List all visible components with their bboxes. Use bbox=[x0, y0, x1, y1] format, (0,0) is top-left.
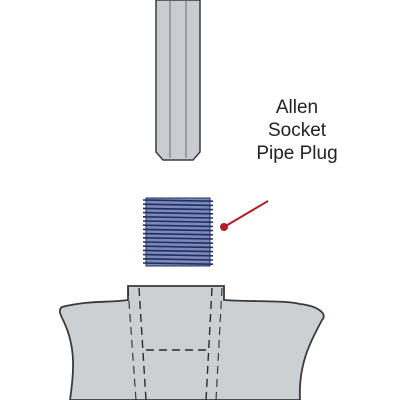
callout-label: Allen Socket Pipe Plug bbox=[232, 96, 362, 165]
plug-thread-ridge bbox=[142, 203, 214, 207]
plug-thread-ridge bbox=[142, 258, 214, 261]
plug-thread-ridge bbox=[142, 237, 214, 240]
plug-thread-ridge bbox=[142, 245, 214, 249]
plug-thread-ridge bbox=[142, 224, 214, 228]
allen-hex-key-icon bbox=[155, 0, 201, 161]
threaded-pipe-plug-icon bbox=[142, 197, 214, 267]
callout-leader bbox=[220, 200, 269, 231]
hex-key-body bbox=[155, 0, 201, 161]
plug-thread-ridge bbox=[142, 211, 214, 215]
plug-threads bbox=[142, 199, 214, 265]
plug-thread-ridge bbox=[142, 232, 214, 236]
plug-thread-ridge bbox=[142, 228, 214, 232]
plug-thread-ridge bbox=[142, 249, 214, 253]
leader-dot bbox=[220, 223, 228, 231]
plug-thread-ridge bbox=[142, 207, 214, 211]
callout-line: Socket bbox=[267, 120, 327, 141]
callout-line: Allen bbox=[275, 97, 319, 118]
plug-thread-ridge bbox=[142, 241, 214, 244]
port-hidden-line-inner-right bbox=[215, 287, 223, 400]
port-hidden-line-right bbox=[205, 287, 213, 400]
plug-thread-ridge bbox=[142, 199, 214, 202]
plug-thread-ridge bbox=[142, 253, 214, 257]
housing-body bbox=[58, 285, 325, 400]
plug-thread-ridge bbox=[142, 220, 214, 223]
plug-thread-ridge bbox=[142, 216, 214, 219]
plug-thread-ridge bbox=[142, 262, 214, 265]
port-hidden-line-left bbox=[138, 287, 147, 400]
port-hidden-line-inner-left bbox=[127, 287, 137, 400]
leader-line bbox=[223, 200, 269, 228]
callout-line: Pipe Plug bbox=[256, 143, 338, 164]
threaded-port-housing-icon bbox=[58, 285, 325, 400]
